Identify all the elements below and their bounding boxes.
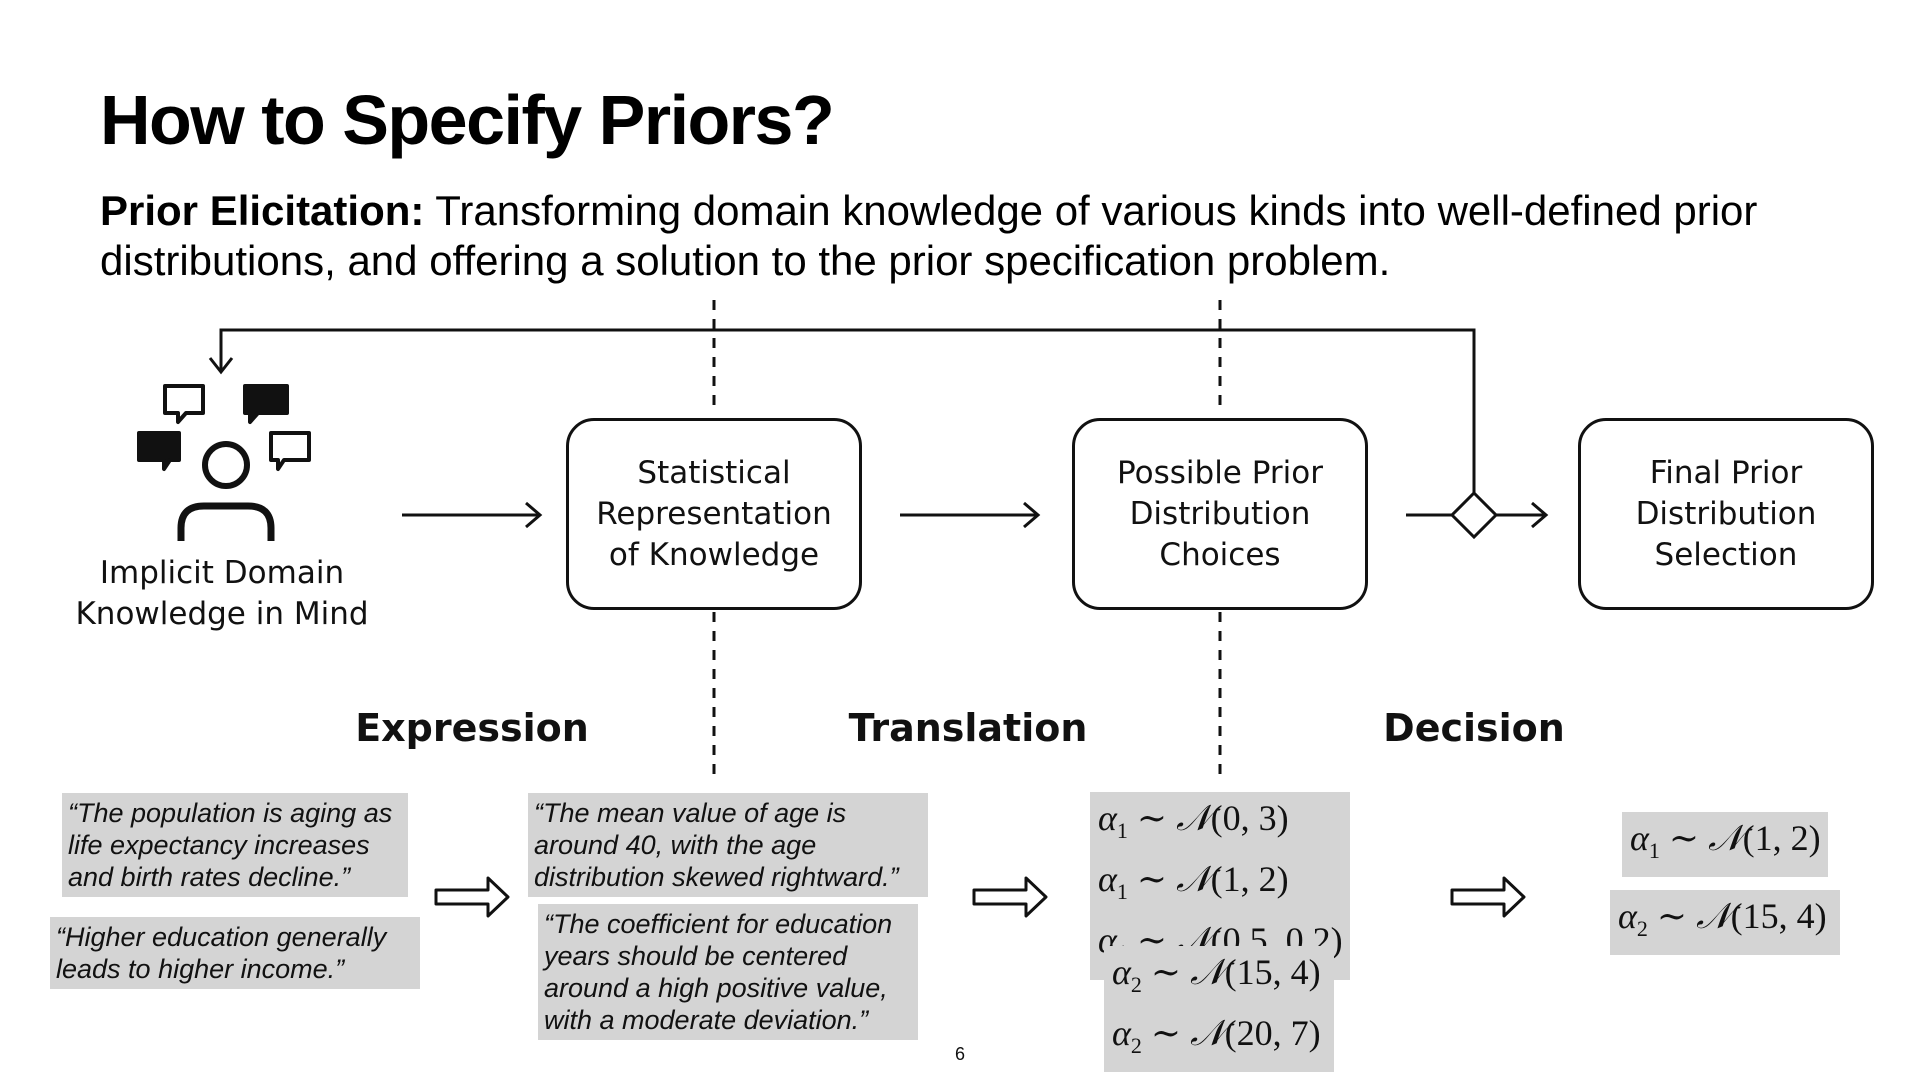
block-arrow-decision xyxy=(1450,876,1526,918)
decision-diamond xyxy=(1449,490,1499,540)
quote-statistical-age: “The mean value of age is around 40, wit… xyxy=(528,793,928,897)
person-head xyxy=(202,441,250,489)
subtitle-text: Transforming domain knowledge of various… xyxy=(100,187,1758,284)
block-arrow-expression xyxy=(434,876,510,918)
block-arrow-translation xyxy=(972,876,1048,918)
node-final-prior-selection: Final Prior Distribution Selection xyxy=(1578,418,1874,610)
possible-priors-alpha2-box: α2 ∼ 𝒩(15, 4) α2 ∼ 𝒩(20, 7) xyxy=(1104,946,1334,1073)
person-with-speech-bubbles-icon xyxy=(137,384,311,541)
speech-bubble-outline-icon xyxy=(163,384,205,424)
final-prior-alpha2-box: α2 ∼ 𝒩(15, 4) xyxy=(1610,890,1840,956)
speech-bubble-filled-icon xyxy=(243,384,289,424)
final-prior-alpha1-box: α1 ∼ 𝒩(1, 2) xyxy=(1622,812,1828,878)
prior-formula: α2 ∼ 𝒩(20, 7) xyxy=(1112,1013,1321,1059)
node-possible-prior-choices: Possible Prior Distribution Choices xyxy=(1072,418,1368,610)
quote-domain-education: “Higher education generally leads to hig… xyxy=(50,917,420,989)
slide-subtitle: Prior Elicitation: Transforming domain k… xyxy=(100,186,1860,286)
feedback-loop-arrow xyxy=(219,328,1476,495)
arrowhead-1 xyxy=(525,501,543,529)
prior-formula: α1 ∼ 𝒩(1, 2) xyxy=(1098,859,1289,905)
prior-formula: α1 ∼ 𝒩(0, 3) xyxy=(1098,798,1289,844)
speech-bubble-filled-icon xyxy=(137,431,181,471)
speech-bubble-outline-icon xyxy=(269,431,311,471)
stage-label-expression: Expression xyxy=(355,706,589,750)
final-prior-formula: α2 ∼ 𝒩(15, 4) xyxy=(1618,896,1827,942)
slide-title: How to Specify Priors? xyxy=(100,81,835,159)
page-number: 6 xyxy=(954,1044,965,1064)
arrowhead-3 xyxy=(1531,501,1549,529)
node-statistical-representation: Statistical Representation of Knowledge xyxy=(566,418,862,610)
quote-domain-aging: “The population is aging as life expecta… xyxy=(62,793,408,897)
stage-label-decision: Decision xyxy=(1383,706,1565,750)
feedback-arrowhead xyxy=(208,357,234,375)
quote-statistical-education: “The coefficient for education years sho… xyxy=(538,904,918,1040)
final-prior-formula: α1 ∼ 𝒩(1, 2) xyxy=(1630,818,1821,864)
subtitle-term: Prior Elicitation: xyxy=(100,187,425,234)
stage-label-translation: Translation xyxy=(848,706,1088,750)
prior-formula: α2 ∼ 𝒩(15, 4) xyxy=(1112,952,1321,998)
actor-label: Implicit Domain Knowledge in Mind xyxy=(75,555,369,632)
person-body xyxy=(177,502,275,541)
arrowhead-2 xyxy=(1023,501,1041,529)
